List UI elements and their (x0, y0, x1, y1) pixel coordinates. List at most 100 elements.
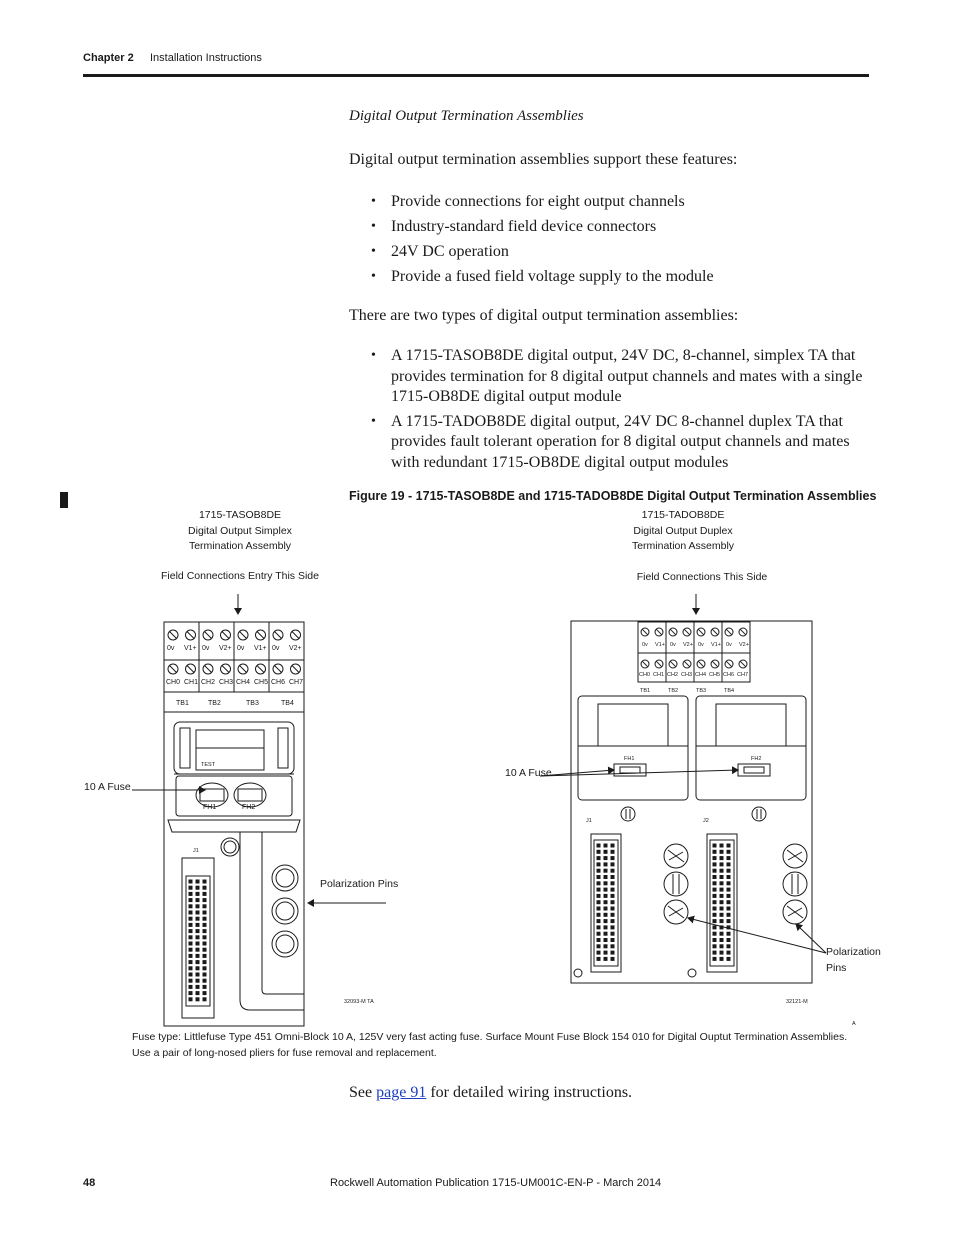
connector-pin (603, 843, 608, 848)
terminal-screw (220, 629, 231, 641)
connector-pin (202, 947, 207, 952)
terminal-label: 0v (167, 645, 175, 652)
connector-pin (202, 953, 207, 958)
connector-pin (712, 875, 717, 879)
connector-pin (596, 906, 601, 911)
connector-pin (610, 931, 615, 936)
section-title: Digital Output Termination Assemblies (349, 108, 584, 124)
terminal-screw-slot (186, 665, 195, 673)
block-label: TB2 (208, 700, 221, 707)
connector-pin (726, 912, 731, 917)
connector-pin (719, 931, 724, 936)
fuse-holder-label: FH2 (242, 804, 255, 811)
connector-pin (726, 956, 731, 961)
terminal-screw-slot (221, 665, 230, 673)
connector-pin (719, 849, 724, 854)
connector-pin (188, 898, 193, 903)
connector-pin (188, 947, 193, 952)
terminal-screw (710, 659, 720, 669)
connector-pin (202, 941, 207, 946)
terminal-screw-slot (725, 660, 733, 668)
test-label: TEST (201, 762, 216, 768)
terminal-screw (668, 627, 678, 637)
connector-pin (603, 875, 608, 879)
connector-pin (726, 862, 731, 867)
connector-pin (188, 941, 193, 946)
terminal-label: 0v (237, 645, 245, 652)
list-item: Industry-standard field device connector… (349, 214, 869, 239)
terminal-screw-slot (697, 628, 705, 636)
connector-pin (726, 950, 731, 955)
fuse-holder-label: FH2 (751, 756, 761, 762)
connector-pin (188, 879, 193, 884)
figure-note: Fuse type: Littlefuse Type 451 Omni-Bloc… (132, 1031, 848, 1059)
terminal-screw (724, 627, 734, 637)
connector-pin (726, 944, 731, 949)
connector-pin (719, 925, 724, 930)
connector-pin (188, 910, 193, 915)
terminal-screw-slot (725, 628, 733, 636)
connector-pin (603, 849, 608, 854)
connector-pin (726, 881, 731, 886)
terminal-screw (654, 627, 664, 637)
connector-pin (610, 843, 615, 848)
terminal-screw (237, 629, 249, 641)
connector-pin (202, 922, 207, 927)
simplex-terminal-labels: 0v V1+ 0v V2+ 0v V1+ 0v V2+ CH0 CH1 CH2 … (166, 645, 374, 1005)
connector-pin (712, 931, 717, 936)
connector-pin (202, 929, 207, 934)
page-link[interactable]: page 91 (376, 1084, 427, 1101)
connector-pin (202, 885, 207, 890)
terminal-label: V1+ (254, 645, 267, 652)
see-reference: See page 91 for detailed wiring instruct… (349, 1084, 633, 1101)
publication-footer: Rockwell Automation Publication 1715-UM0… (330, 1177, 662, 1189)
connector-pin (188, 904, 193, 909)
drawing-id: 32121-M (786, 999, 808, 1005)
terminal-screw-slot (239, 665, 247, 673)
connector-pin (726, 900, 731, 905)
connector-pin (712, 956, 717, 961)
connector-pin (719, 912, 724, 917)
terminal-label: V2+ (219, 645, 232, 652)
connector-pin (726, 856, 731, 861)
connector-pin (202, 972, 207, 977)
connector-pin (596, 868, 601, 873)
connector-pin (610, 856, 615, 861)
connector-pin (610, 862, 615, 867)
connector-pin (610, 875, 615, 879)
connector-pin (712, 862, 717, 867)
connector-pin (603, 919, 608, 924)
connector-pin (202, 966, 207, 971)
connector-pin (596, 887, 601, 892)
types-paragraph: There are two types of digital output te… (349, 307, 739, 324)
connector-pin (610, 881, 615, 886)
connector-pin (195, 929, 200, 934)
connector-pin (202, 978, 207, 983)
simplex-board (132, 594, 386, 1027)
channel-label: CH1 (653, 672, 664, 678)
connector-pin (726, 868, 731, 873)
list-item: 24V DC operation (349, 239, 869, 264)
connector-pin (719, 938, 724, 942)
simplex-pins-label: Polarization Pins (320, 878, 399, 890)
terminal-screw (682, 627, 692, 637)
channel-label: CH0 (166, 679, 180, 686)
connector-pin (195, 966, 200, 971)
connector-pin (195, 997, 200, 1002)
connector-pin (712, 849, 717, 854)
terminal-label: 0v (202, 645, 210, 652)
connector-pin (195, 898, 200, 903)
connector-pin (596, 956, 601, 961)
terminal-screw-slot (739, 628, 747, 636)
connector-pin (202, 916, 207, 921)
connector-pin (603, 925, 608, 930)
block-label: TB4 (724, 688, 734, 694)
terminal-screw (237, 663, 249, 675)
connector-pin (712, 887, 717, 892)
connector-pin (195, 953, 200, 958)
figure-title: Figure 19 - 1715-TASOB8DE and 1715-TADOB… (349, 489, 877, 503)
terminal-screw (290, 663, 301, 675)
connector-pin (195, 941, 200, 946)
connector-pin (726, 875, 731, 879)
connector-pin (596, 875, 601, 879)
